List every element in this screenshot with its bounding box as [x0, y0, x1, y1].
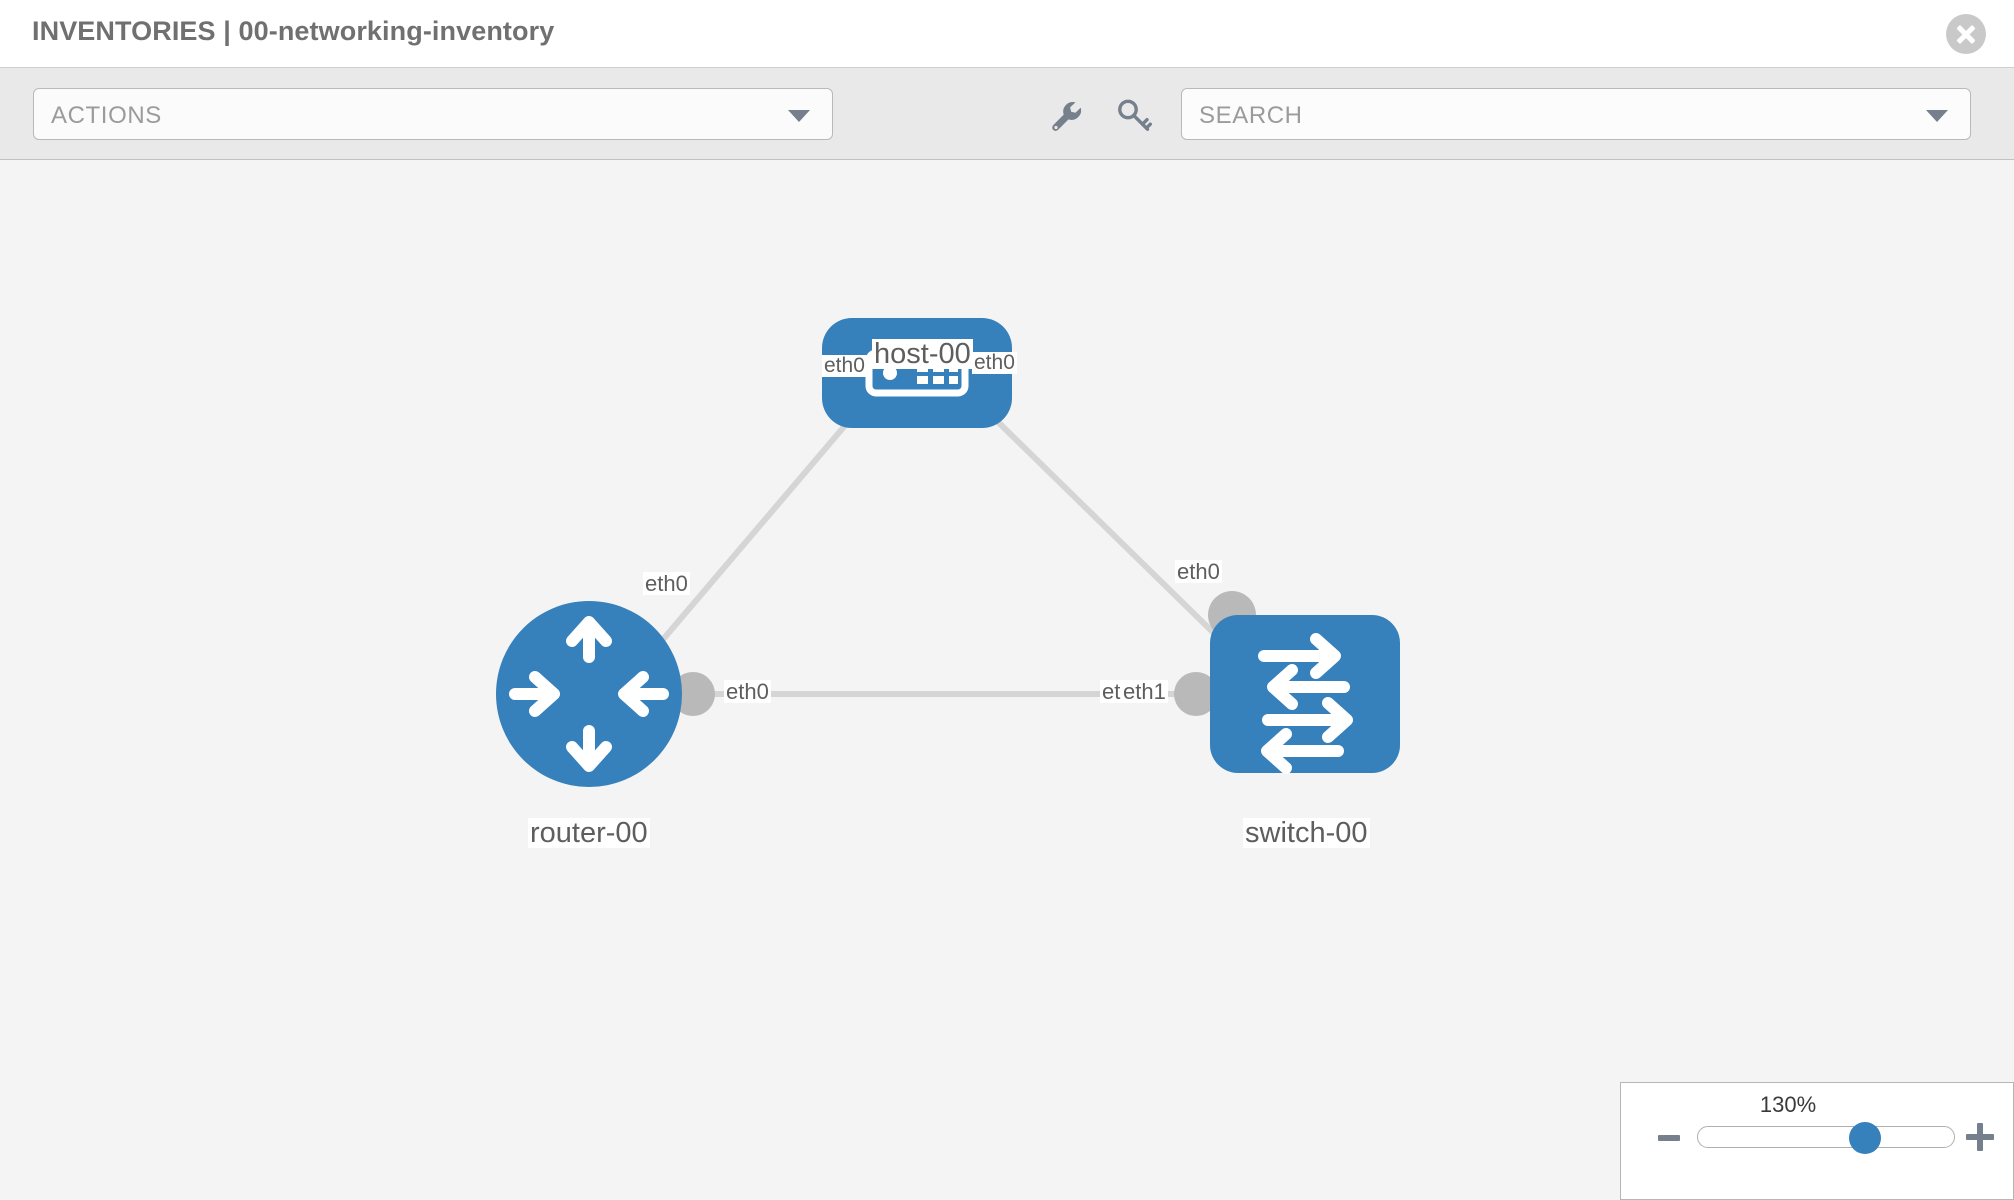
port-label-router-right: eth0 — [724, 679, 771, 704]
node-router-00 — [496, 601, 682, 787]
zoom-control-panel: 130% — [1620, 1082, 2014, 1200]
actions-dropdown-label: ACTIONS — [51, 102, 162, 129]
zoom-percent-label: 130% — [1759, 1092, 1817, 1117]
port-label-host-right: eth0 — [972, 351, 1017, 375]
node-label-switch: switch-00 — [1243, 817, 1370, 849]
plus-stroke-horizontal — [1966, 1134, 1994, 1140]
actions-dropdown[interactable]: ACTIONS — [33, 88, 833, 140]
node-switch-00 — [1210, 615, 1400, 774]
chevron-down-icon — [1926, 110, 1948, 122]
node-label-router: router-00 — [528, 817, 650, 849]
plus-icon[interactable] — [1966, 1123, 1994, 1151]
port-router-right — [671, 672, 715, 716]
port-switch-left — [1174, 672, 1218, 716]
topology-canvas[interactable]: host-00 eth0 eth0 eth0 eth0 eth0 eth0 et… — [0, 160, 2014, 1200]
port-label-host-left: eth0 — [822, 354, 867, 378]
search-input[interactable]: SEARCH — [1181, 88, 1971, 140]
port-label-switch-left-b: eth1 — [1121, 679, 1168, 704]
minus-icon[interactable] — [1658, 1135, 1680, 1141]
zoom-slider-thumb[interactable] — [1849, 1122, 1881, 1154]
toolbar: ACTIONS SEARCH — [0, 68, 2014, 160]
link-host-router — [617, 373, 891, 692]
node-label-host: host-00 — [872, 338, 973, 370]
search-placeholder: SEARCH — [1199, 102, 1303, 129]
page-header: INVENTORIES | 00-networking-inventory — [0, 0, 2014, 68]
close-icon[interactable] — [1946, 14, 1986, 54]
chevron-down-icon — [788, 110, 810, 122]
link-label-router-uplink: eth0 — [643, 571, 690, 596]
router-icon — [509, 616, 669, 772]
wrench-icon[interactable] — [1046, 96, 1086, 136]
page-title: INVENTORIES | 00-networking-inventory — [32, 16, 555, 46]
topology-graph — [496, 318, 1400, 787]
zoom-slider-track[interactable] — [1697, 1126, 1955, 1148]
switch-icon — [1258, 633, 1353, 774]
link-label-switch-uplink: eth0 — [1175, 559, 1222, 584]
key-icon[interactable] — [1114, 96, 1154, 136]
